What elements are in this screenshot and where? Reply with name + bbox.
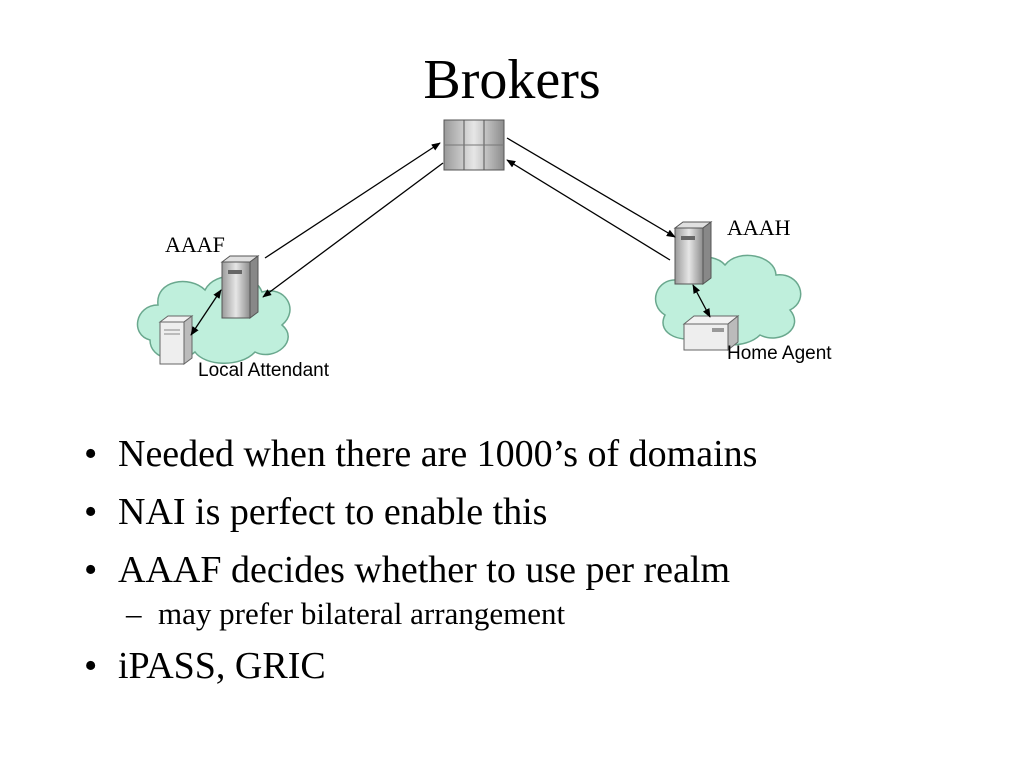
bullet-item: AAAF decides whether to use per realm (80, 548, 980, 592)
broker-server-icon (443, 119, 505, 171)
sub-bullet-item: may prefer bilateral arrangement (80, 596, 980, 632)
aaaf-label: AAAF (165, 232, 225, 257)
bullet-item: iPASS, GRIC (80, 644, 980, 688)
aaah-label: AAAH (727, 215, 791, 240)
aaaf-server-icon (220, 255, 260, 319)
bullet-list: Needed when there are 1000’s of domains … (80, 432, 980, 702)
home-agent-label: Home Agent (727, 343, 832, 364)
home-agent-computer-icon (682, 314, 740, 352)
bullet-item: NAI is perfect to enable this (80, 490, 980, 534)
local-attendant-computer-icon (158, 315, 194, 365)
broker-diagram (136, 119, 802, 365)
aaah-server-icon (673, 221, 713, 285)
connection-arrows (190, 137, 711, 336)
bullet-item: Needed when there are 1000’s of domains (80, 432, 980, 476)
slide-title: Brokers (423, 49, 601, 111)
local-attendant-label: Local Attendant (198, 360, 329, 381)
